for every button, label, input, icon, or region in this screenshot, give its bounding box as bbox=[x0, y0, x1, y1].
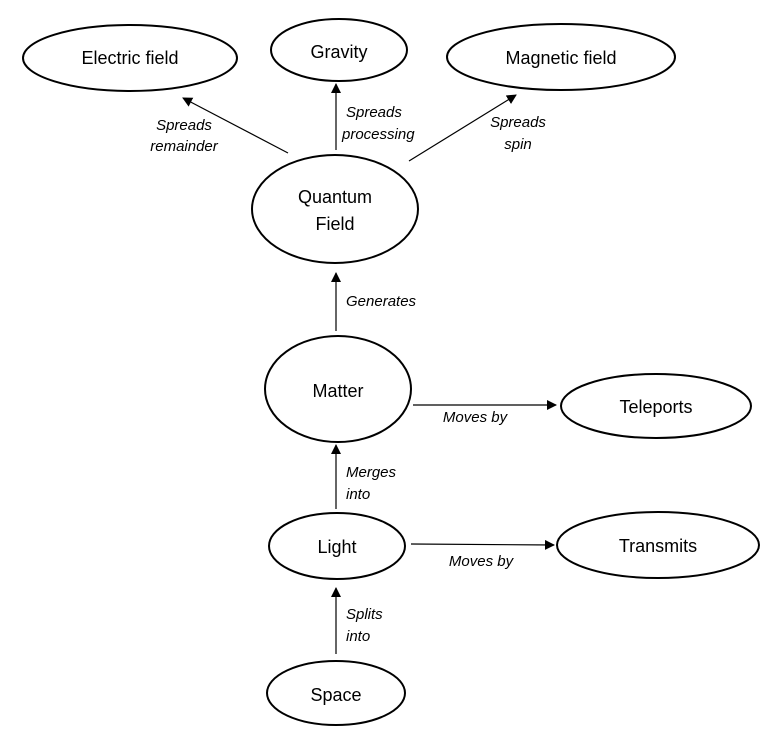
node-teleports-label: Teleports bbox=[619, 397, 692, 417]
node-matter bbox=[264, 335, 412, 443]
edge-label-spreads-processing-line2: processing bbox=[341, 126, 415, 143]
node-space bbox=[266, 660, 406, 726]
edge-label-generates: Generates bbox=[346, 293, 417, 310]
edge-label-merges-into-line2: into bbox=[346, 486, 370, 503]
node-space-label: Space bbox=[310, 685, 361, 705]
edge-label-spreads-processing-line1: Spreads bbox=[346, 104, 402, 121]
edge-label-merges-into-line1: Merges bbox=[346, 464, 397, 481]
node-magnetic-field bbox=[446, 23, 676, 91]
node-gravity bbox=[270, 18, 408, 82]
node-teleports bbox=[560, 373, 752, 439]
node-transmits-label: Transmits bbox=[619, 536, 697, 556]
node-quantum-field bbox=[251, 154, 419, 264]
node-electric-field bbox=[22, 24, 238, 92]
edge-label-splits-into-line1: Splits bbox=[346, 606, 383, 623]
edge-quantum-to-electric bbox=[182, 97, 289, 154]
node-quantum-field-label-line1: Quantum bbox=[298, 187, 372, 207]
edge-label-spreads-spin-line1: Spreads bbox=[490, 114, 546, 131]
edge-quantum-to-magnetic bbox=[408, 94, 517, 162]
edge-label-spreads-spin-line2: spin bbox=[504, 136, 532, 153]
edge-label-spreads-remainder-line2: remainder bbox=[150, 138, 219, 155]
node-gravity-label: Gravity bbox=[310, 42, 367, 62]
node-matter-label: Matter bbox=[312, 381, 363, 401]
node-quantum-field-label-line2: Field bbox=[315, 214, 354, 234]
node-light bbox=[268, 512, 406, 580]
node-transmits bbox=[556, 511, 760, 579]
edge-light-to-transmits bbox=[410, 539, 555, 550]
node-electric-field-label: Electric field bbox=[81, 48, 178, 68]
edge-label-splits-into-line2: into bbox=[346, 628, 370, 645]
edge-label-moves-by-light: Moves by bbox=[449, 553, 515, 570]
edge-label-spreads-remainder-line1: Spreads bbox=[156, 117, 212, 134]
node-light-label: Light bbox=[317, 537, 356, 557]
node-magnetic-field-label: Magnetic field bbox=[505, 48, 616, 68]
edge-label-moves-by-matter: Moves by bbox=[443, 409, 509, 426]
